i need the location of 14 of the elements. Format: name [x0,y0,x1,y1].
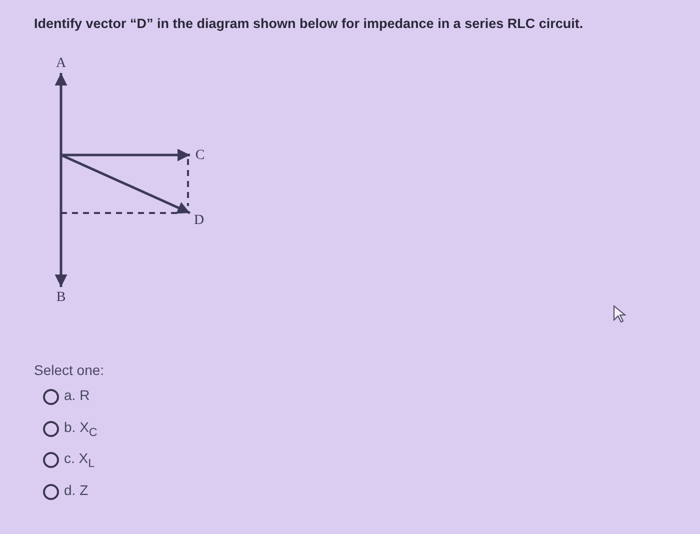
vector-arrow [54,73,68,155]
vector-label: A [54,56,68,72]
option-label: b. X$_{C}$ [64,418,98,438]
vector-arrow [61,148,190,162]
question-text: Identify vector “D” in the diagram shown below for impedance in a series RLC circuit. [34,16,584,31]
vector-label: C [193,148,207,164]
option-label: d. Z [64,482,88,498]
prompt-text: Select one: [34,362,104,378]
vector-arrow [54,155,68,287]
vector-arrow [60,154,191,214]
vector-label: B [54,290,68,306]
vector-label: D [192,213,206,229]
option-label: a. R [64,387,90,403]
option-label: c. X$_{L}$ [64,450,95,470]
